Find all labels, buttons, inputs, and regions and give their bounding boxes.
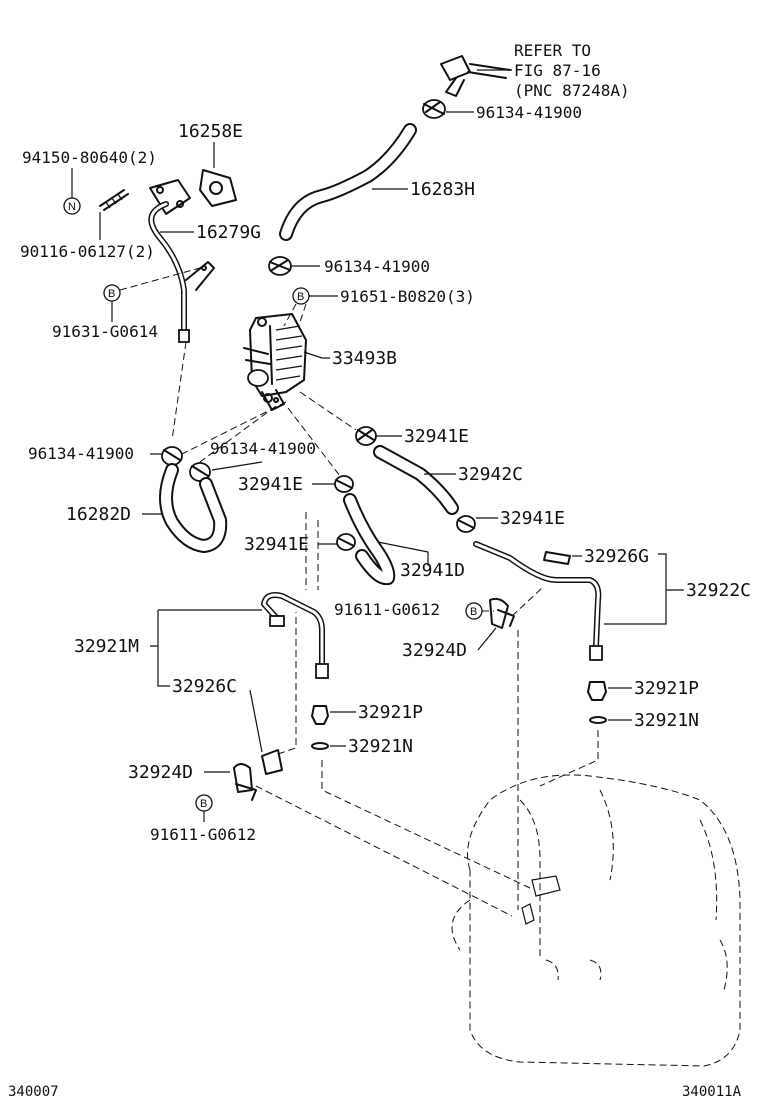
n-mark: N bbox=[68, 201, 76, 213]
gasket-16258e bbox=[199, 169, 237, 207]
dash-pipe-down bbox=[171, 341, 187, 441]
hose-32941d bbox=[343, 493, 396, 586]
label-16258e: 16258E bbox=[178, 121, 243, 142]
clip-32924d-left bbox=[233, 763, 257, 801]
sleeve-32926c bbox=[261, 749, 283, 775]
b-mark-mid: B bbox=[297, 291, 304, 303]
dash-sleeve-c bbox=[277, 612, 297, 755]
label-91631: 91631-G0614 bbox=[52, 322, 158, 341]
label-32924d-left: 32924D bbox=[128, 762, 193, 783]
leader-32926c bbox=[249, 689, 263, 753]
label-33493b: 33493B bbox=[332, 348, 397, 369]
oil-cooler-33493b bbox=[243, 313, 307, 411]
hose-clamp-mid bbox=[268, 256, 292, 276]
hose-16282d bbox=[159, 463, 228, 553]
refer-line3: (PNC 87248A) bbox=[514, 81, 630, 100]
dash-fitting-trans bbox=[321, 760, 531, 889]
footer-right: 340011A bbox=[682, 1084, 742, 1100]
pipe-16279g bbox=[148, 179, 215, 343]
label-16283h: 16283H bbox=[410, 179, 475, 200]
dash-b-left bbox=[119, 267, 201, 291]
label-91611-mid: 91611-G0612 bbox=[334, 600, 440, 619]
nut-symbol bbox=[63, 197, 81, 215]
fitting-32921p-right bbox=[587, 681, 607, 701]
leader-32924d-mid bbox=[477, 627, 497, 651]
leader-32941d bbox=[377, 541, 429, 566]
hose-clamp-32941e-c bbox=[334, 475, 354, 493]
label-96134-center: 96134-41900 bbox=[210, 439, 316, 458]
bracket-32921m bbox=[150, 609, 262, 687]
label-32922c: 32922C bbox=[686, 580, 751, 601]
hose-16283h bbox=[279, 123, 417, 241]
b-mark-left-lower: B bbox=[200, 798, 207, 810]
label-32941e-d: 32941E bbox=[244, 534, 309, 555]
hose-clamp-top bbox=[422, 99, 446, 119]
label-32921n-right: 32921N bbox=[634, 710, 699, 731]
label-91651: 91651-B0820(3) bbox=[340, 287, 475, 306]
refer-line2: FIG 87-16 bbox=[514, 61, 601, 80]
dash-cooler-down bbox=[287, 407, 341, 477]
pipe-32921m bbox=[261, 592, 329, 679]
stud-90116 bbox=[99, 189, 129, 211]
dash-clip-trans bbox=[255, 785, 513, 917]
label-96134-mid: 96134-41900 bbox=[324, 257, 430, 276]
refer-line1: REFER TO bbox=[514, 41, 591, 60]
pipe-32922c bbox=[473, 541, 603, 661]
hose-clamp-32941e-d bbox=[336, 533, 356, 551]
label-32941e-c: 32941E bbox=[238, 474, 303, 495]
sleeve-32926g bbox=[543, 551, 571, 565]
dash-right-trans bbox=[539, 730, 599, 787]
hose-clamp-left bbox=[161, 446, 183, 466]
label-32941e-b: 32941E bbox=[500, 508, 565, 529]
transmission-case bbox=[451, 774, 741, 1067]
label-96134-top: 96134-41900 bbox=[476, 103, 582, 122]
dash-clip-mid bbox=[511, 587, 543, 617]
label-94150: 94150-80640(2) bbox=[22, 148, 157, 167]
label-32921m: 32921M bbox=[74, 636, 139, 657]
label-16282d: 16282D bbox=[66, 504, 131, 525]
clip-32924d-mid bbox=[489, 597, 515, 629]
label-32941d: 32941D bbox=[400, 560, 465, 581]
dash-cooler-center bbox=[199, 405, 277, 463]
dash-cooler-left bbox=[177, 401, 287, 457]
b-mark-right: B bbox=[470, 606, 477, 618]
label-32926c: 32926C bbox=[172, 676, 237, 697]
hose-clamp-32941e-a bbox=[355, 426, 377, 446]
label-32926g: 32926G bbox=[584, 546, 649, 567]
label-90116: 90116-06127(2) bbox=[20, 242, 155, 261]
b-mark-left: B bbox=[108, 288, 115, 300]
oring-32921n-right bbox=[589, 716, 607, 724]
dash-hose-down bbox=[305, 512, 319, 590]
label-32941e-a: 32941E bbox=[404, 426, 469, 447]
label-91611-left: 91611-G0612 bbox=[150, 825, 256, 844]
bracket-32922c bbox=[604, 553, 684, 625]
label-32921p-right: 32921P bbox=[634, 678, 699, 699]
label-32924d-mid: 32924D bbox=[402, 640, 467, 661]
hose-32942c bbox=[373, 445, 459, 515]
dash-cooler-right bbox=[299, 391, 357, 431]
fitting-32921p-center bbox=[311, 705, 329, 725]
label-32921p-center: 32921P bbox=[358, 702, 423, 723]
footer-left: 340007 bbox=[8, 1084, 59, 1100]
hose-clamp-32941e-b bbox=[456, 515, 476, 533]
label-96134-left: 96134-41900 bbox=[28, 444, 134, 463]
label-16279g: 16279G bbox=[196, 222, 261, 243]
leader-96134-center bbox=[211, 461, 263, 471]
leader-33493b bbox=[303, 351, 330, 359]
oring-32921n-center bbox=[311, 742, 329, 750]
label-32942c: 32942C bbox=[458, 464, 523, 485]
t-connector bbox=[440, 55, 511, 97]
label-32921n-center: 32921N bbox=[348, 736, 413, 757]
